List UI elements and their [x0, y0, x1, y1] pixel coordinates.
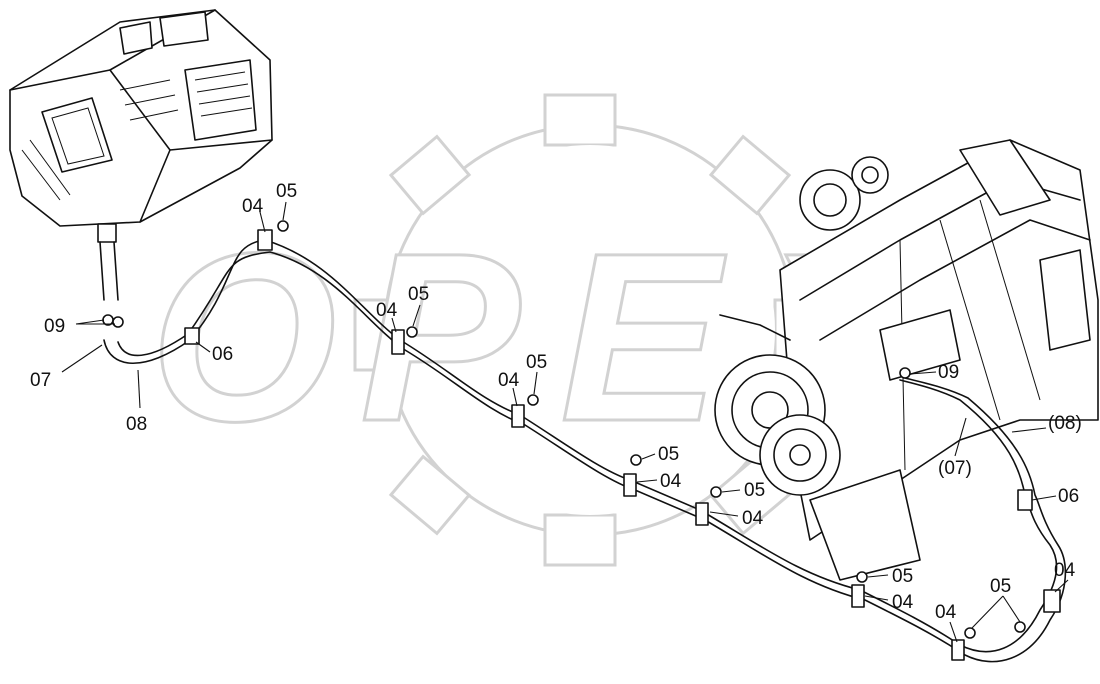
callout-label: 04	[498, 370, 520, 391]
callout-label: 05	[990, 576, 1011, 597]
leader-lines	[61, 201, 1069, 643]
callout-label: 04	[742, 508, 764, 529]
callout-label: (07)	[938, 458, 972, 479]
callout-label: 04	[376, 300, 398, 321]
callout-label: 05	[658, 444, 679, 465]
hvac-unit	[9, 9, 273, 301]
callout-label: 08	[126, 414, 147, 435]
hose-clamps	[184, 229, 1061, 661]
callout-label: 06	[1058, 486, 1079, 507]
watermark-letter-e: E	[560, 203, 727, 471]
hose-07-left	[117, 333, 189, 357]
watermark-gear	[353, 93, 827, 567]
callout-label: 04	[242, 196, 264, 217]
heater-hose-assembly	[102, 220, 1067, 663]
callout-label: (08)	[1048, 413, 1082, 434]
callout-label: 04	[1054, 560, 1076, 581]
engine	[714, 139, 1099, 581]
hose-08-left	[103, 339, 191, 364]
callout-label: 05	[526, 352, 547, 373]
bolts	[102, 220, 1026, 639]
callout-labels: 04 05 04 05 04 05 05 04 05 04 05 04 04 0…	[30, 181, 1082, 623]
callout-label: 09	[44, 316, 65, 337]
callout-label: 04	[935, 602, 957, 623]
callout-label: 05	[744, 480, 765, 501]
watermark-letter-o: O	[150, 203, 337, 471]
callout-label: 04	[892, 592, 914, 613]
callout-label: 04	[660, 471, 682, 492]
watermark-letter-p: P	[360, 203, 521, 471]
callout-label: 07	[30, 370, 51, 391]
callout-label: 06	[212, 344, 233, 365]
callout-label: 05	[276, 181, 297, 202]
callout-label: 09	[938, 362, 959, 383]
callout-label: 05	[408, 284, 429, 305]
callout-label: 05	[892, 566, 913, 587]
